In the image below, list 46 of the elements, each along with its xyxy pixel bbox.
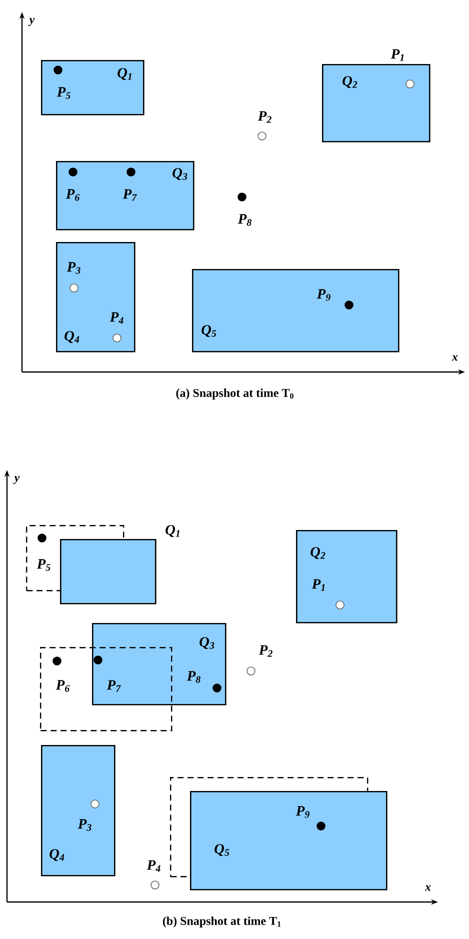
caption: (b) Snapshot at time T$_{1}$ xyxy=(162,916,281,928)
caption: (a) Snapshot at time T$_{0}$ xyxy=(176,388,294,400)
point-label: P$_{8}$ xyxy=(186,671,200,683)
point xyxy=(126,168,136,176)
point-label: P$_{2}$ xyxy=(258,111,272,123)
point xyxy=(68,168,78,176)
point xyxy=(344,300,354,310)
point xyxy=(94,656,102,664)
point-label: P$_{8}$ xyxy=(238,214,252,226)
point-label: P$_{4}$ xyxy=(146,860,160,872)
point xyxy=(54,66,62,74)
point xyxy=(238,192,246,202)
axis-label: x xyxy=(424,885,431,891)
point-label: P$_{7}$ xyxy=(106,680,121,692)
axis-label: y xyxy=(13,476,20,484)
point xyxy=(90,800,100,808)
point-label: P$_{3}$ xyxy=(66,262,80,274)
node-label: Q$_{1}$ xyxy=(166,525,180,537)
point-label: P$_{5}$ xyxy=(36,559,50,571)
point xyxy=(70,284,78,292)
point-label: P$_{6}$ xyxy=(56,680,70,692)
point-label: P$_{3}$ xyxy=(78,819,92,831)
point xyxy=(150,880,160,890)
point xyxy=(316,822,326,830)
point-label: P$_{7}$ xyxy=(122,189,137,201)
point xyxy=(246,666,256,676)
point-label: P$_{1}$ xyxy=(312,579,325,591)
point xyxy=(212,684,222,692)
rectangle: Q$_{1}$ xyxy=(60,525,180,604)
point-label: P$_{4}$ xyxy=(110,312,124,324)
point-label: P$_{2}$ xyxy=(258,645,272,657)
point-label: P$_{6}$ xyxy=(66,189,80,201)
rectangle: Q$_{2}$ xyxy=(322,64,430,142)
point-label: P$_{9}$ xyxy=(316,289,330,301)
point xyxy=(112,334,122,342)
axis-label: y xyxy=(28,18,35,26)
point xyxy=(406,80,414,88)
point xyxy=(258,132,266,140)
dashed-rectangle xyxy=(40,647,172,732)
axis-label: x xyxy=(452,355,458,361)
point-label: P$_{5}$ xyxy=(56,87,70,99)
point-label: P$_{9}$ xyxy=(296,806,310,818)
point xyxy=(52,656,62,666)
point-label: P$_{1}$ xyxy=(390,49,404,61)
point xyxy=(336,600,344,610)
point xyxy=(38,534,46,542)
